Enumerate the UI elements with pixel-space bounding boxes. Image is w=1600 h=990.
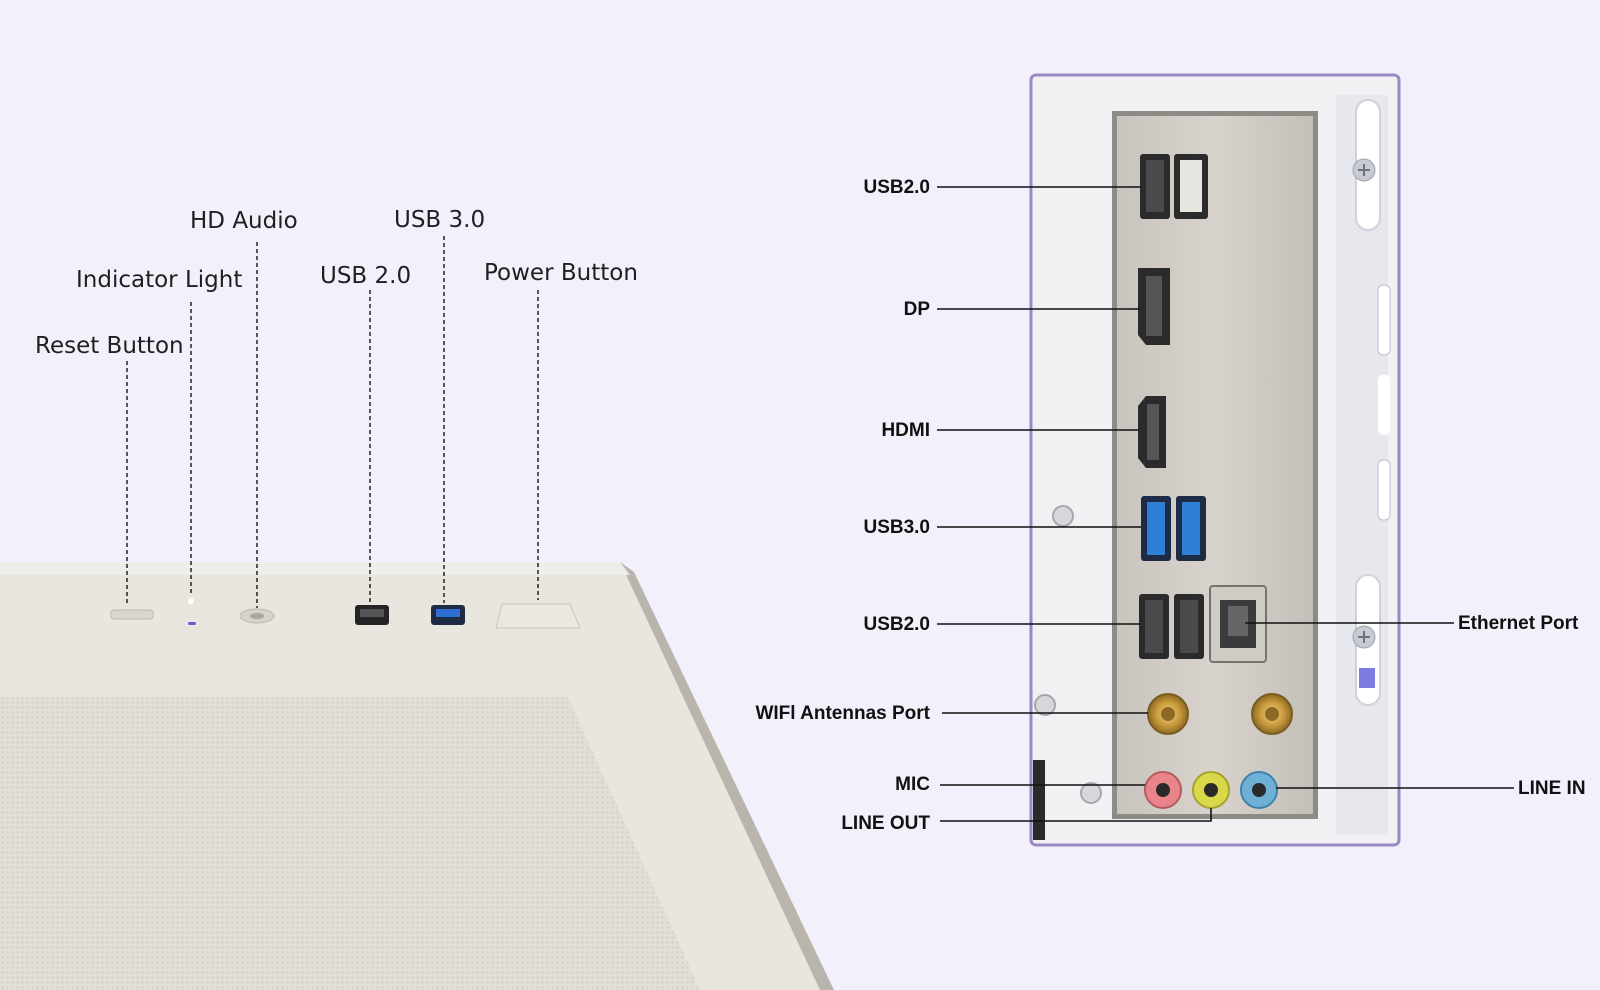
front-panel-io [110, 598, 581, 629]
usb2-bottom-ports [1139, 594, 1204, 659]
usb2-top-ports [1140, 154, 1208, 219]
label-hdmi: HDMI [881, 420, 930, 441]
label-power-button: Power Button [484, 260, 638, 286]
hd-audio-jack[interactable] [239, 608, 275, 624]
label-usb3-front: USB 3.0 [394, 207, 485, 233]
usb2-front-port[interactable] [355, 605, 389, 625]
reset-button[interactable] [110, 609, 154, 620]
rear-labels: USB2.0 DP HDMI USB3.0 USB2.0 WIFl Antenn… [755, 177, 1585, 834]
power-button[interactable] [495, 603, 581, 629]
label-wifi-antennas: WIFl Antennas Port [755, 703, 930, 724]
label-line-in: LINE IN [1518, 778, 1586, 799]
audio-jacks [1144, 771, 1278, 809]
indicator-light [188, 598, 196, 625]
wifi-antenna-connectors [1147, 693, 1293, 735]
label-hd-audio: HD Audio [190, 208, 298, 234]
label-usb3-rear: USB3.0 [863, 517, 930, 538]
label-mic: MIC [895, 774, 930, 795]
case-top-illustration [0, 562, 834, 990]
label-usb2-bottom: USB2.0 [863, 614, 930, 635]
label-usb2-front: USB 2.0 [320, 263, 411, 289]
label-indicator-light: Indicator Light [76, 267, 242, 293]
hdmi-port [1138, 396, 1166, 468]
dp-port [1138, 268, 1170, 345]
label-usb2-top: USB2.0 [863, 177, 930, 198]
usb3-front-port[interactable] [431, 605, 465, 625]
rear-io-photo [1029, 73, 1401, 847]
front-labels: Reset Button Indicator Light HD Audio US… [35, 207, 638, 608]
label-ethernet: Ethernet Port [1458, 613, 1579, 634]
usb3-rear-ports [1141, 496, 1206, 561]
ethernet-port [1209, 585, 1267, 663]
label-dp: DP [904, 299, 931, 320]
label-reset-button: Reset Button [35, 333, 184, 359]
label-line-out: LINE OUT [841, 813, 930, 834]
